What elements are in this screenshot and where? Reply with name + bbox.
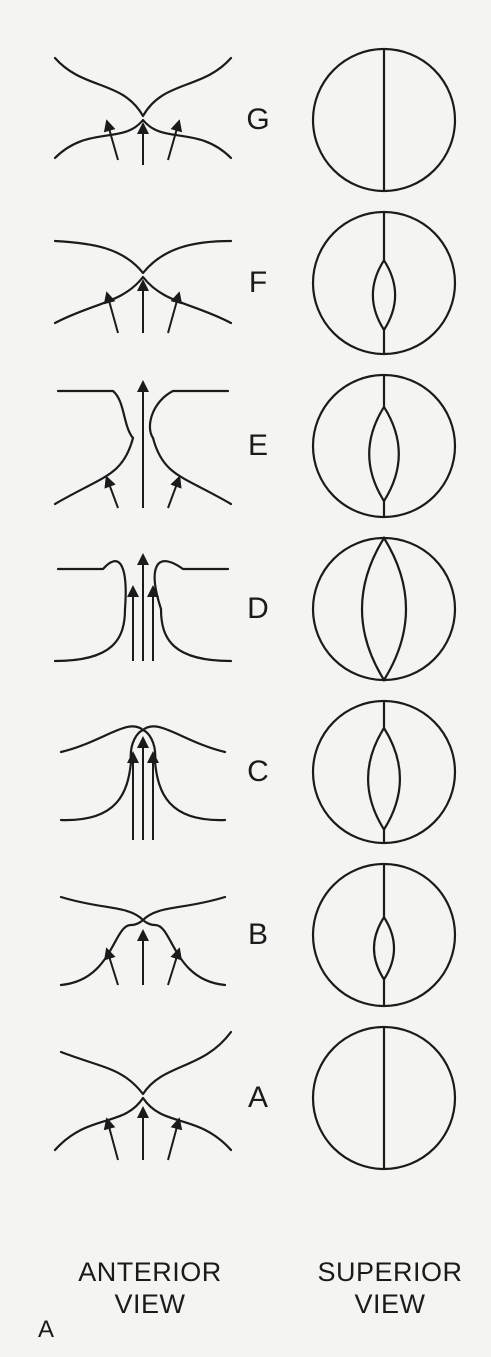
upper-fold-contour-f — [55, 241, 231, 273]
airflow-arrow-a-1 — [108, 1123, 118, 1160]
lower-fold-contour-e — [55, 438, 133, 504]
glottal-opening-f — [373, 260, 395, 330]
anterior-views — [55, 58, 231, 1160]
superior-views — [313, 49, 455, 1169]
anterior-view-f — [55, 241, 231, 333]
upper-fold-contour-right-e — [150, 391, 228, 438]
anterior-view-b — [61, 897, 225, 985]
airflow-arrow-f-3 — [168, 297, 178, 333]
superior-caption-line1: SUPERIOR — [290, 1256, 490, 1288]
anterior-view-d — [55, 559, 231, 661]
superior-view-a — [313, 1027, 455, 1169]
anterior-caption-line1: ANTERIOR — [50, 1256, 250, 1288]
airflow-arrow-b-1 — [108, 953, 118, 985]
anterior-view-caption: ANTERIOR VIEW — [50, 1256, 250, 1320]
stage-label-d: D — [236, 592, 280, 626]
airflow-arrow-b-3 — [168, 953, 178, 985]
stage-label-e: E — [236, 429, 280, 463]
superior-view-caption: SUPERIOR VIEW — [290, 1256, 490, 1320]
superior-caption-line2: VIEW — [290, 1288, 490, 1320]
anterior-view-a — [55, 1032, 231, 1160]
airflow-arrow-e-1 — [108, 481, 118, 508]
airflow-arrow-f-1 — [108, 297, 118, 333]
superior-view-e — [313, 375, 455, 517]
glottal-opening-c — [368, 728, 400, 830]
stage-label-f: F — [236, 266, 280, 300]
anterior-view-e — [55, 386, 231, 508]
upper-fold-contour-e — [58, 391, 133, 438]
lower-fold-contour-right-e — [153, 438, 231, 504]
panel-letter: A — [38, 1315, 54, 1345]
glottal-opening-b — [374, 917, 394, 979]
stage-label-b: B — [236, 918, 280, 952]
airflow-arrow-a-3 — [168, 1123, 178, 1160]
upper-fold-contour-g — [55, 58, 231, 116]
superior-view-b — [313, 864, 455, 1006]
superior-view-g — [313, 49, 455, 191]
stage-label-a: A — [236, 1081, 280, 1115]
anterior-view-c — [61, 726, 225, 840]
upper-fold-contour-d — [58, 561, 126, 609]
lower-fold-contour-right-d — [161, 609, 231, 661]
upper-fold-contour-b — [61, 897, 225, 920]
airflow-arrow-e-3 — [168, 481, 178, 508]
superior-view-d — [313, 538, 455, 680]
superior-view-c — [313, 701, 455, 843]
lower-fold-contour-d — [55, 609, 125, 661]
superior-view-f — [313, 212, 455, 354]
anterior-caption-line2: VIEW — [50, 1288, 250, 1320]
upper-fold-contour-right-d — [155, 561, 228, 609]
larynx-outline-d — [313, 538, 455, 680]
glottal-opening-d — [362, 538, 406, 680]
upper-fold-contour-a — [61, 1032, 231, 1094]
anterior-view-g — [55, 58, 231, 165]
airflow-arrow-g-3 — [168, 125, 178, 160]
stage-label-g: G — [236, 103, 280, 137]
glottal-opening-e — [369, 407, 399, 501]
airflow-arrow-g-1 — [108, 125, 118, 160]
stage-label-c: C — [236, 755, 280, 789]
